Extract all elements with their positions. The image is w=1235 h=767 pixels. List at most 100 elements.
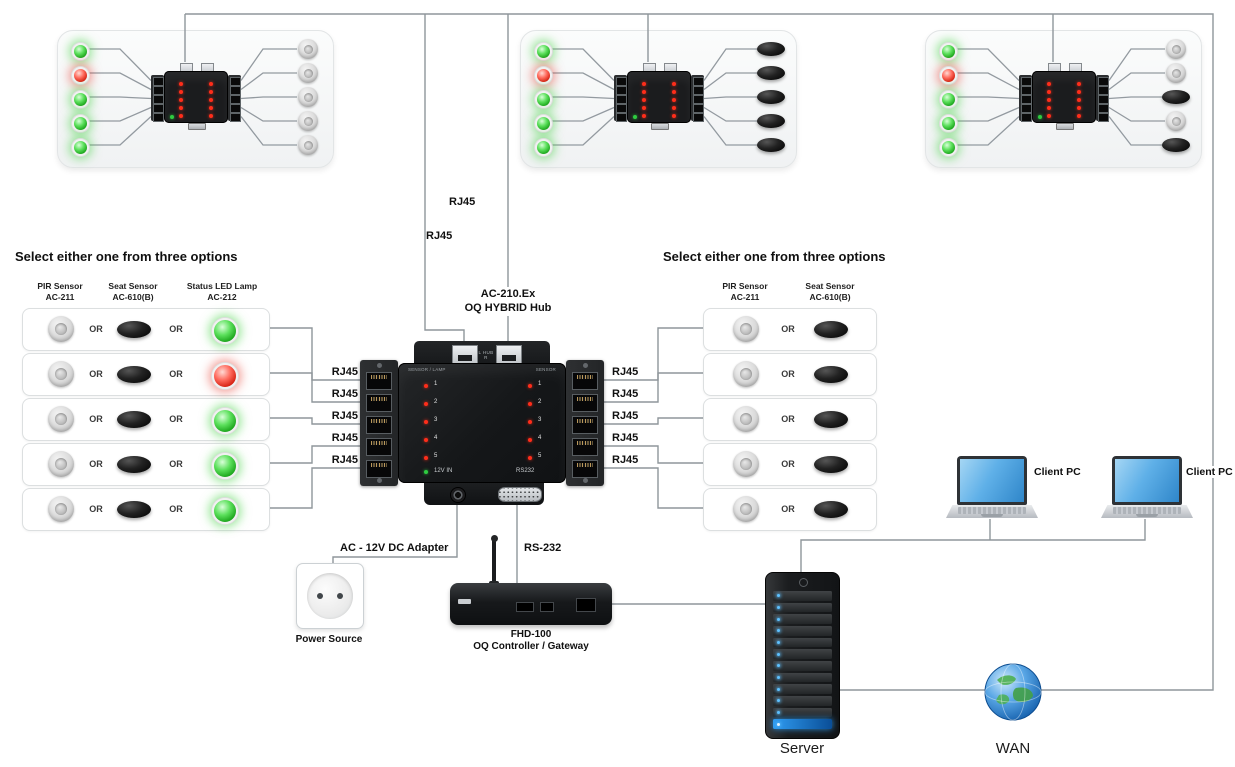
- status-led-green: [72, 90, 89, 108]
- indicator-led: [1077, 98, 1081, 102]
- serial-text: RS232: [516, 468, 535, 474]
- client-pc-label: Client PC: [1184, 466, 1235, 478]
- pir-sensor: [298, 87, 318, 107]
- header-line: Status LED Lamp: [186, 281, 258, 291]
- indicator-led: [1077, 82, 1081, 86]
- laptop-screen: [1112, 456, 1182, 505]
- header-line: Seat Sensor: [805, 281, 855, 291]
- indicator-led: [1047, 98, 1051, 102]
- indicator-led: [179, 82, 183, 86]
- rj45-jack: [615, 95, 627, 104]
- or-label: OR: [781, 369, 795, 379]
- client-pc-1: [946, 456, 1038, 522]
- occupancy-room-panel: [520, 30, 797, 168]
- or-label: OR: [781, 504, 795, 514]
- hub-wing: [614, 75, 627, 122]
- serial-port: [1056, 123, 1074, 130]
- rj45-jack: [692, 113, 704, 122]
- right-options-title: Select either one from three options: [663, 249, 886, 264]
- header-line: AC-212: [207, 292, 237, 303]
- option-row: OR: [703, 398, 877, 441]
- rj45-label: RJ45: [331, 366, 358, 378]
- rj45-jack: [615, 113, 627, 122]
- channel-led: [528, 438, 532, 442]
- rj45-jack: [1097, 113, 1109, 122]
- sd-slot: [458, 599, 471, 604]
- rj45-label: RJ45: [612, 366, 639, 378]
- rj45-jack: [572, 416, 598, 434]
- column-header-pir-left: PIR Sensor AC-211: [25, 281, 95, 303]
- seat-sensor: [757, 90, 785, 104]
- channel-led: [528, 402, 532, 406]
- client-pc-label: Client PC: [1032, 466, 1083, 478]
- or-label: OR: [169, 414, 183, 424]
- pir-sensor: [1166, 111, 1186, 131]
- status-led-lamp: [212, 318, 238, 344]
- or-label: OR: [89, 414, 103, 424]
- occupancy-room-panel: [57, 30, 334, 168]
- indicator-led: [1047, 90, 1051, 94]
- channel-number: 4: [538, 435, 542, 441]
- seat-sensor: [117, 456, 151, 473]
- hub-title: AC-210.Ex OQ HYBRID Hub: [440, 287, 576, 316]
- gateway-device: [450, 583, 612, 625]
- server-slot: [773, 719, 832, 730]
- or-label: OR: [781, 324, 795, 334]
- status-led-red: [72, 66, 89, 84]
- pir-sensor: [733, 496, 759, 522]
- channel-led: [528, 420, 532, 424]
- rj45-jack: [152, 104, 164, 113]
- server-slot: [773, 684, 832, 695]
- indicator-led: [1047, 82, 1051, 86]
- hub-device: [151, 63, 241, 133]
- hub-device: [614, 63, 704, 133]
- rj45-label: RJ45: [612, 432, 639, 444]
- or-label: OR: [781, 414, 795, 424]
- or-label: OR: [169, 369, 183, 379]
- hub-body: [1032, 71, 1096, 123]
- channel-number: 1: [538, 381, 542, 387]
- header-line: Seat Sensor: [108, 281, 158, 291]
- rj45-jack: [572, 460, 598, 478]
- seat-sensor: [814, 411, 848, 428]
- rj45-jack: [615, 104, 627, 113]
- indicator-led: [642, 98, 646, 102]
- header-line: AC-610(B): [112, 292, 154, 303]
- status-led-green: [535, 90, 552, 108]
- indicator-led: [642, 106, 646, 110]
- rj45-jack: [572, 372, 598, 390]
- indicator-led: [672, 114, 676, 118]
- rj45-label: RJ45: [426, 230, 453, 242]
- rj45-jack: [1097, 86, 1109, 95]
- rj45-jack: [692, 95, 704, 104]
- seat-sensor: [814, 366, 848, 383]
- status-led-green: [72, 42, 89, 60]
- laptop-keyboard: [946, 505, 1038, 518]
- server-slot: [773, 661, 832, 671]
- status-led-green: [940, 138, 957, 156]
- column-header-pir-right: PIR Sensor AC-211: [710, 281, 780, 303]
- seat-sensor: [117, 501, 151, 518]
- socket-hole: [337, 593, 343, 599]
- pir-sensor: [733, 451, 759, 477]
- power-source-label: Power Source: [295, 634, 363, 645]
- indicator-led: [642, 114, 646, 118]
- dc-power-jack: [450, 487, 466, 503]
- pir-sensor: [1166, 39, 1186, 59]
- laptop-display: [1115, 459, 1179, 502]
- status-led-green: [72, 114, 89, 132]
- channel-number: 5: [538, 453, 542, 459]
- indicator-led: [209, 106, 213, 110]
- rj45-jack: [615, 86, 627, 95]
- server-label: Server: [779, 740, 825, 757]
- rj45-jack: [229, 104, 241, 113]
- indicator-led: [672, 106, 676, 110]
- hub-bottom-connectors: [424, 483, 544, 505]
- rj45-jack: [152, 77, 164, 86]
- rj45-label: RJ45: [612, 454, 639, 466]
- column-header-lamp-left: Status LED Lamp AC-212: [178, 281, 266, 303]
- rj45-jack: [1020, 113, 1032, 122]
